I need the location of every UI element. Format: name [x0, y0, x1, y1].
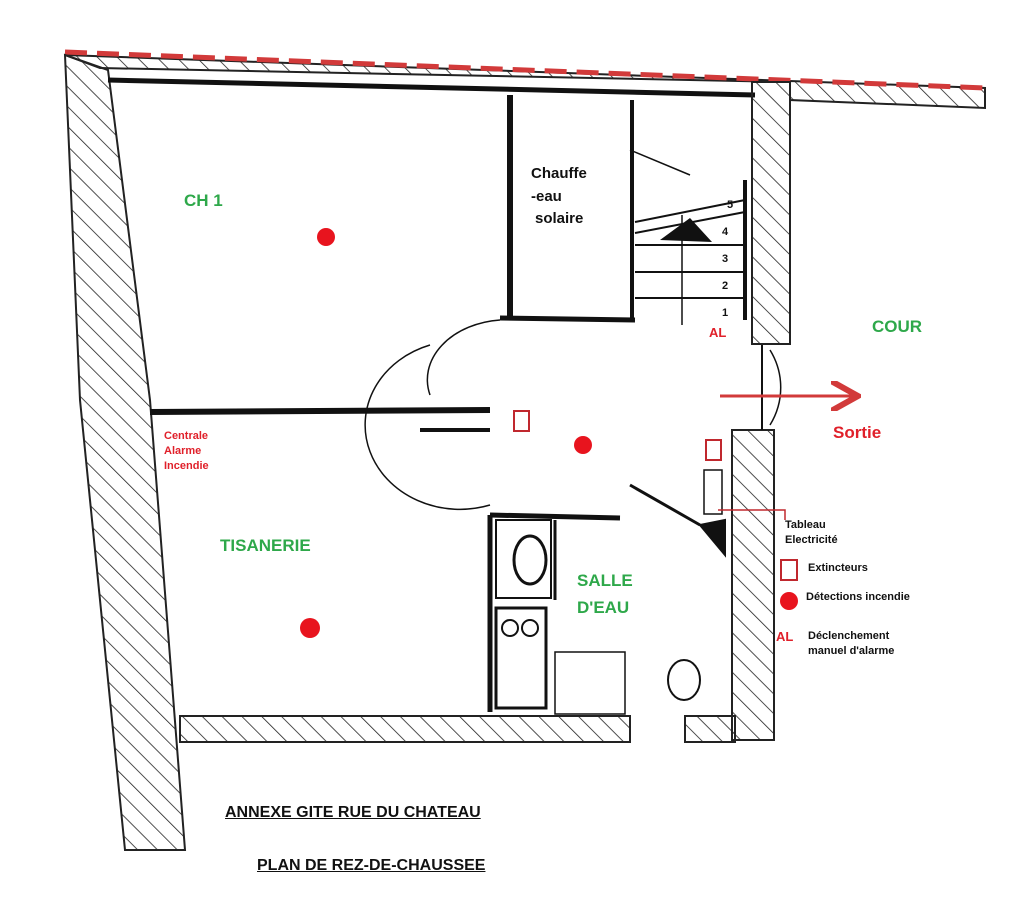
right-wall-upper [751, 81, 791, 345]
hob-burner [521, 619, 539, 637]
left-wall [63, 53, 187, 851]
extinguishers [513, 410, 798, 581]
electrical-panel [703, 469, 723, 515]
interior-walls [149, 95, 782, 712]
legend-extincteurs: Extincteurs [808, 562, 868, 574]
right-wall-lower [731, 429, 775, 741]
sink-cabinet [495, 519, 552, 599]
tableau-label-1: Tableau [785, 519, 826, 531]
legend-al-symbol: AL [776, 629, 794, 644]
stair-direction-arrow-icon [660, 218, 712, 242]
shower [554, 651, 626, 715]
tableau-pointer [718, 509, 786, 520]
legend-declenchement-2: manuel d'alarme [808, 645, 895, 657]
fire-detector-tisanerie [300, 618, 320, 638]
hob-burner [501, 619, 519, 637]
room-label-tisanerie: TISANERIE [220, 536, 311, 555]
room-label-salle: SALLE [577, 571, 633, 590]
room-label-chauffe-eau-2: -eau [531, 188, 562, 205]
bottom-wall-right [684, 715, 736, 743]
legend-detector-icon [780, 592, 798, 610]
stair-step: 1 [722, 307, 729, 319]
alarm-central-label-1: Centrale [164, 430, 209, 442]
stair-step: 5 [727, 199, 734, 211]
stair-step: 4 [722, 226, 729, 238]
stair-step: 3 [722, 253, 729, 265]
extinguisher-icon [705, 439, 722, 461]
wall-corner-fill [698, 518, 726, 558]
room-label-ch1: CH 1 [184, 191, 223, 210]
alarm-central-label-3: Incendie [164, 460, 209, 472]
stair-step: 2 [722, 280, 729, 292]
room-label-chauffe-eau-3: solaire [535, 210, 584, 227]
legend-detections: Détections incendie [806, 591, 910, 603]
room-label-cour: COUR [872, 317, 923, 336]
legend-declenchement-1: Déclenchement [808, 630, 890, 642]
room-label-deau: D'EAU [577, 598, 630, 617]
legend-extinguisher-icon [780, 559, 798, 581]
toilet [667, 659, 701, 701]
staircase [634, 180, 747, 325]
sink [512, 534, 548, 586]
manual-alarm-marker: AL [709, 325, 727, 340]
exit-label: Sortie [833, 423, 882, 442]
room-label-chauffe-eau-1: Chauffe [531, 165, 587, 182]
fire-detector-ch1 [317, 228, 335, 246]
kitchenette [494, 606, 548, 710]
plan-subtitle: PLAN DE REZ-DE-CHAUSSEE [257, 857, 486, 874]
alarm-central-label-2: Alarme [164, 445, 202, 457]
fire-detector-hall [574, 436, 592, 454]
plan-title: ANNEXE GITE RUE DU CHATEAU [225, 804, 481, 821]
tableau-label-2: Electricité [785, 534, 838, 546]
interior-top-wall [107, 77, 756, 98]
bathroom-fixtures [494, 469, 726, 715]
extinguisher-icon [513, 410, 530, 432]
bottom-wall [179, 715, 631, 743]
fire-detectors [300, 228, 798, 638]
